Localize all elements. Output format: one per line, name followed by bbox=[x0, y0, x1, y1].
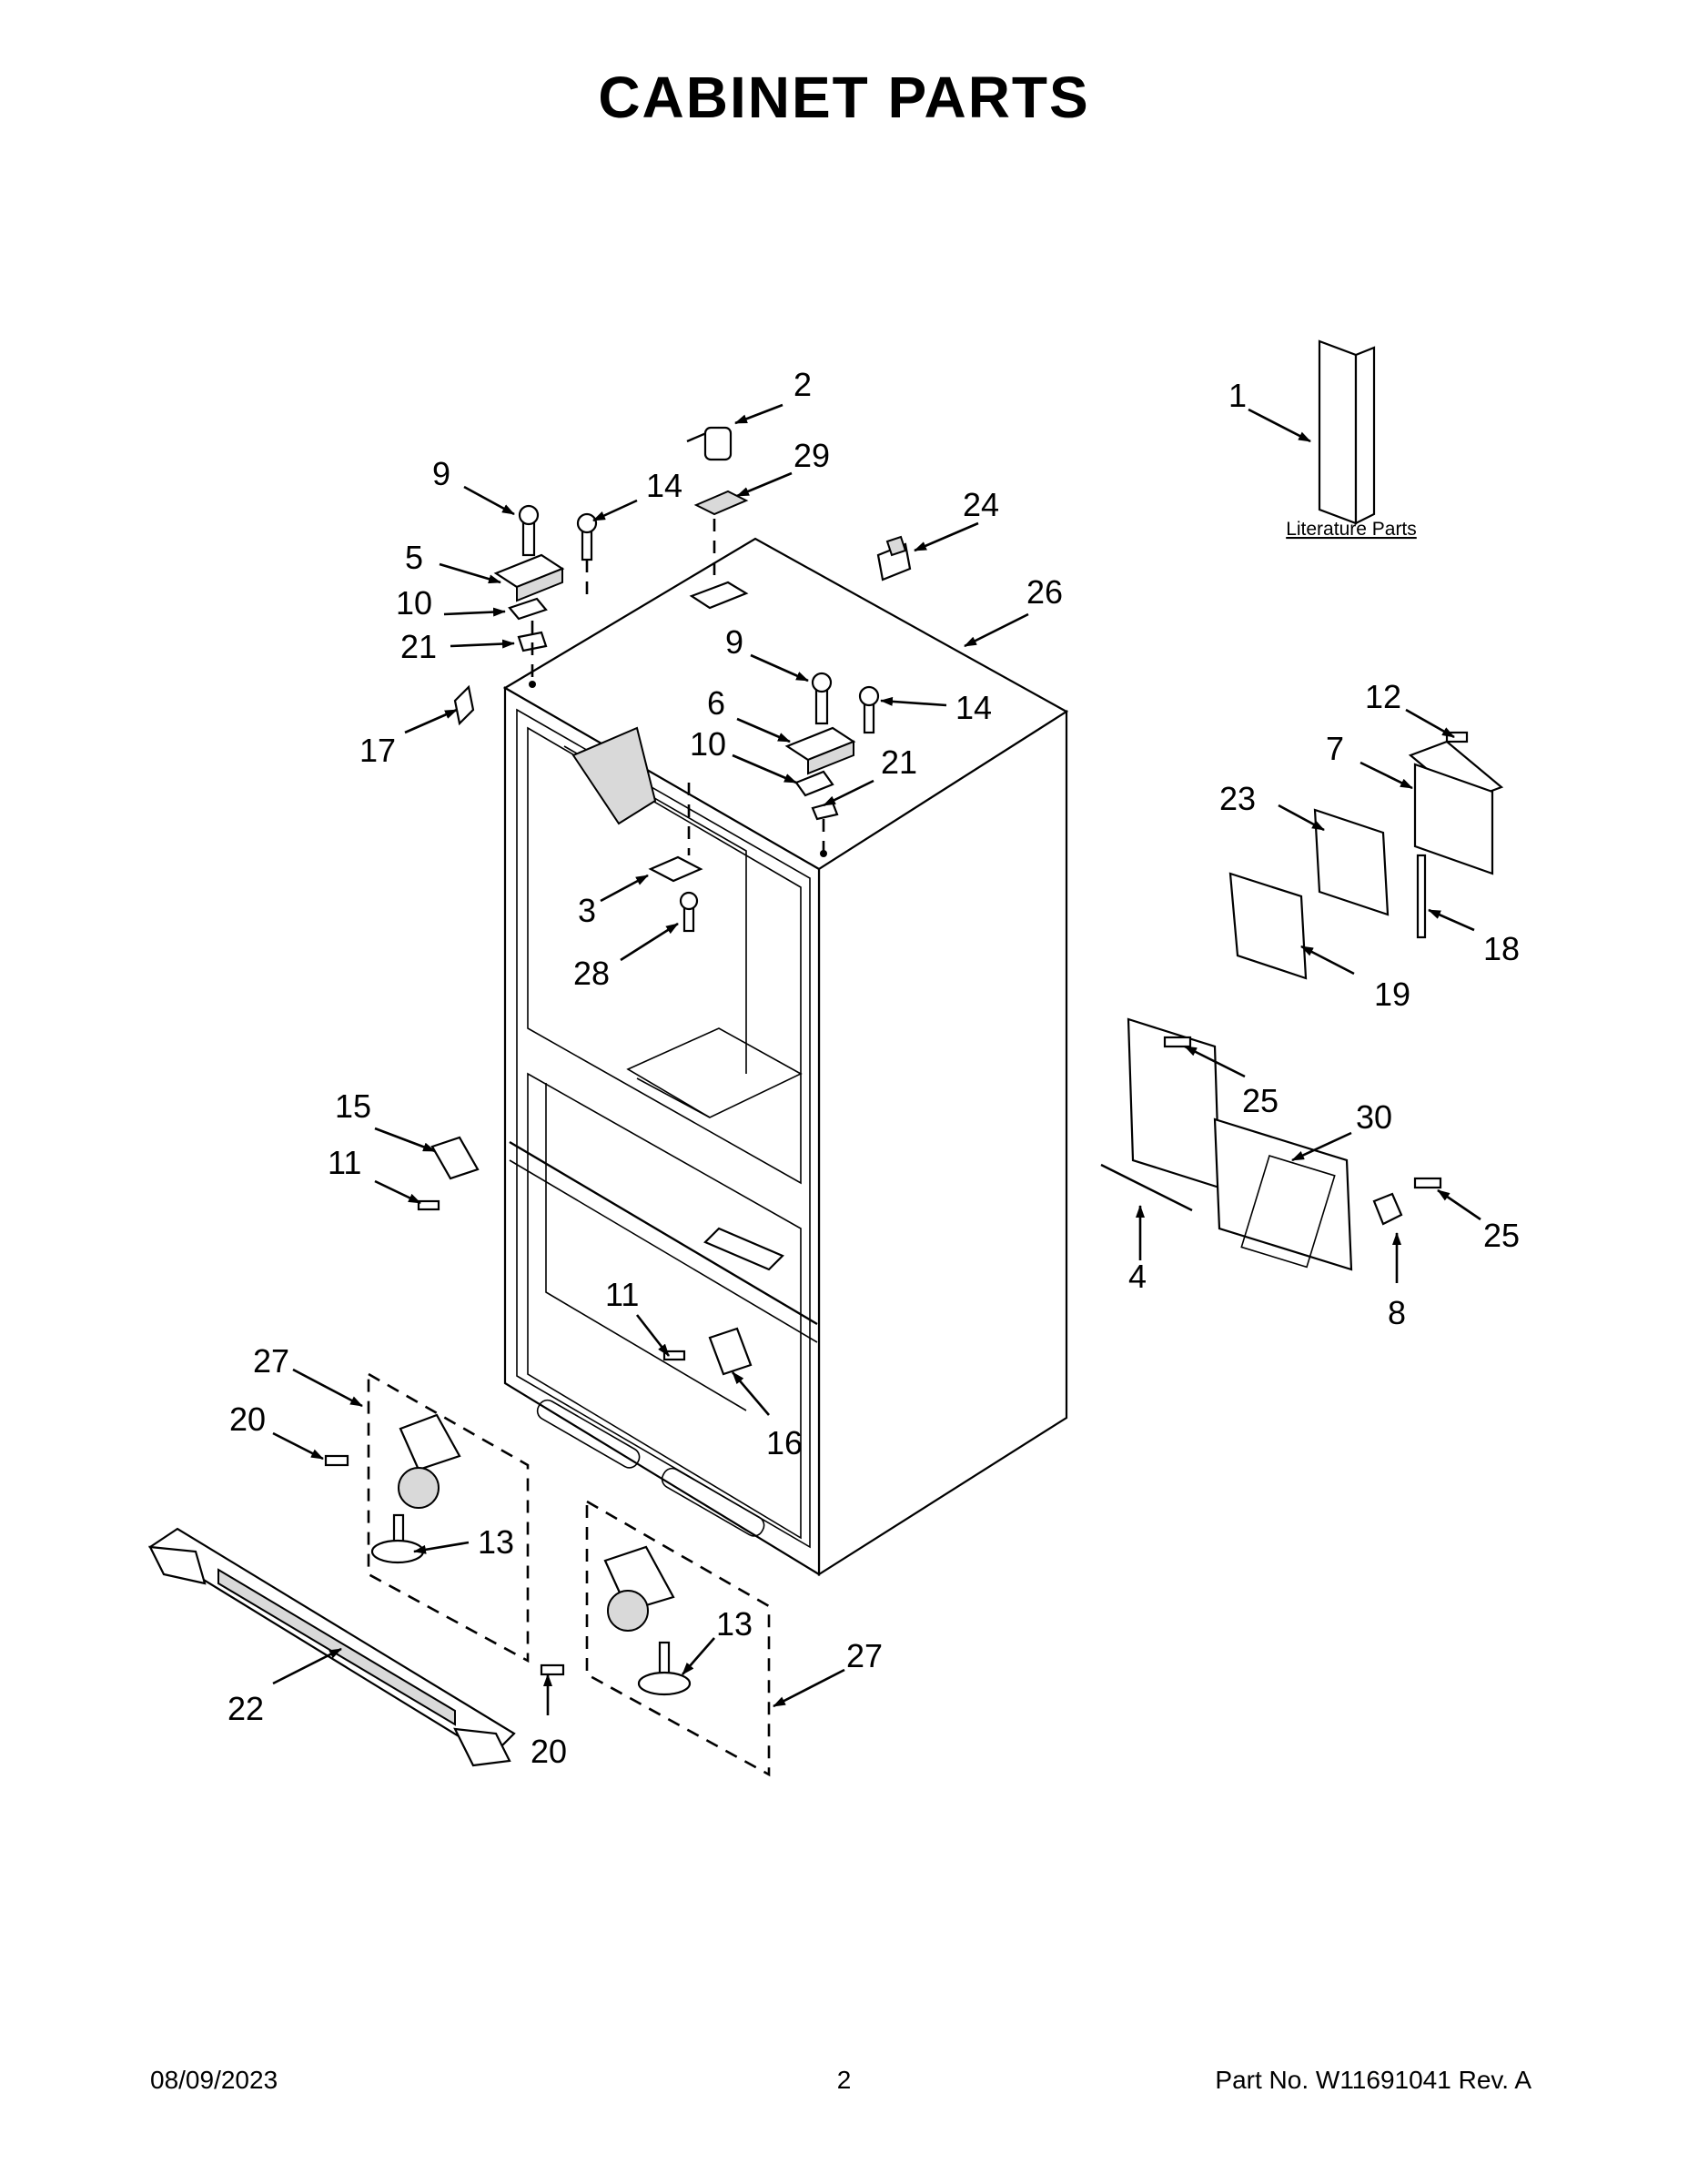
callout-13-left: 13 bbox=[478, 1523, 514, 1561]
callout-29: 29 bbox=[793, 437, 830, 474]
control-board-assembly bbox=[1228, 731, 1504, 980]
cam-bracket bbox=[648, 783, 703, 933]
callout-10-right: 10 bbox=[690, 725, 726, 763]
callout-7: 7 bbox=[1326, 730, 1344, 767]
callout-18: 18 bbox=[1483, 930, 1520, 967]
callout-27-right: 27 bbox=[846, 1637, 883, 1674]
clip bbox=[453, 684, 475, 726]
callout-3: 3 bbox=[578, 892, 596, 929]
left-mid-bracket bbox=[417, 1136, 480, 1211]
callout-20-right: 20 bbox=[531, 1733, 567, 1770]
callout-1: 1 bbox=[1228, 377, 1247, 414]
hinge-cover bbox=[876, 535, 912, 581]
callout-25-bottom: 25 bbox=[1483, 1217, 1520, 1254]
rear-access-cover bbox=[1100, 1017, 1442, 1271]
right-hinge-assembly bbox=[784, 672, 880, 851]
callout-5: 5 bbox=[405, 539, 423, 576]
freezer-bracket bbox=[662, 1327, 753, 1376]
callout-10-left: 10 bbox=[396, 584, 432, 622]
page-title: CABINET PARTS bbox=[598, 65, 1090, 130]
left-hinge-assembly bbox=[493, 504, 598, 682]
footer-part-number: Part No. W11691041 Rev. A bbox=[1215, 2066, 1531, 2094]
callout-14-right: 14 bbox=[955, 689, 992, 726]
left-roller-assembly bbox=[324, 1371, 530, 1663]
callout-9-right: 9 bbox=[725, 623, 743, 661]
callout-numbers: 1 2 29 24 26 9 14 5 10 21 17 9 14 6 10 2… bbox=[227, 366, 1520, 1770]
right-roller-assembly bbox=[540, 1499, 771, 1777]
callout-20-left: 20 bbox=[229, 1400, 266, 1438]
callout-11-left: 11 bbox=[328, 1144, 361, 1181]
footer-page-number: 2 bbox=[836, 2066, 852, 2094]
callout-6: 6 bbox=[707, 684, 725, 722]
water-fitting bbox=[686, 426, 749, 610]
callout-11-inner: 11 bbox=[605, 1276, 639, 1313]
callout-arrows bbox=[272, 403, 1481, 1715]
footer-date: 08/09/2023 bbox=[150, 2066, 278, 2094]
callout-21-right: 21 bbox=[881, 743, 917, 781]
callout-28: 28 bbox=[573, 955, 610, 992]
cabinet-body bbox=[502, 537, 1069, 1576]
callout-23: 23 bbox=[1219, 780, 1256, 817]
callout-9-left: 9 bbox=[432, 455, 450, 492]
callout-19: 19 bbox=[1374, 976, 1410, 1013]
callout-21-left: 21 bbox=[400, 628, 437, 665]
callout-4: 4 bbox=[1128, 1258, 1147, 1295]
callout-12: 12 bbox=[1365, 678, 1401, 715]
base-grille bbox=[147, 1527, 516, 1767]
callout-26: 26 bbox=[1026, 573, 1063, 611]
callout-24: 24 bbox=[963, 486, 999, 523]
callout-17: 17 bbox=[359, 732, 396, 769]
callout-13-right: 13 bbox=[716, 1605, 753, 1643]
callout-14-left: 14 bbox=[646, 467, 682, 504]
literature-book bbox=[1318, 339, 1376, 525]
callout-8: 8 bbox=[1388, 1294, 1406, 1331]
callout-25-top: 25 bbox=[1242, 1082, 1279, 1119]
callout-2: 2 bbox=[793, 366, 812, 403]
callout-22: 22 bbox=[227, 1690, 264, 1727]
callout-30: 30 bbox=[1356, 1098, 1392, 1136]
callout-16: 16 bbox=[766, 1424, 803, 1461]
callout-27-left: 27 bbox=[253, 1342, 289, 1380]
callout-15: 15 bbox=[335, 1087, 371, 1125]
literature-parts-label: Literature Parts bbox=[1286, 519, 1417, 540]
